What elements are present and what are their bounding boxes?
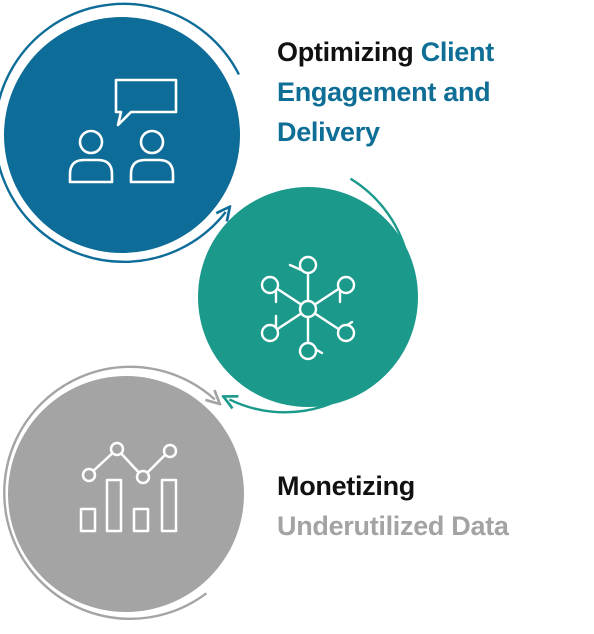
engagement-label-optimizing: Optimizing — [277, 37, 414, 67]
stage-engagement — [0, 2, 240, 263]
engagement-label-client: Client — [420, 37, 495, 67]
stage-network — [198, 177, 418, 414]
data-cycle-arrow — [3, 365, 215, 621]
engagement-circle — [4, 17, 240, 253]
engagement-label-and: and — [443, 77, 491, 107]
engagement-label-line-3: Delivery — [277, 112, 494, 152]
monetizing-label: Monetizing Underutilized Data — [277, 466, 509, 546]
engagement-cycle-arrow — [0, 2, 240, 263]
engagement-label-engagement: Engagement — [277, 77, 437, 107]
engagement-label-delivery: Delivery — [277, 117, 380, 147]
data-circle — [8, 376, 244, 612]
engagement-label-line-1: Optimizing Client — [277, 32, 494, 72]
bar-line-chart-icon — [79, 441, 178, 533]
monetizing-label-line-1: Monetizing — [277, 471, 415, 501]
stage-data — [3, 365, 244, 621]
engagement-label-line-2: Engagement and — [277, 72, 494, 112]
people-conversation-icon — [68, 78, 178, 184]
monetizing-label-line-2: Underutilized Data — [277, 511, 509, 541]
network-nodes-icon — [260, 255, 356, 361]
engagement-label: Optimizing Client Engagement and Deliver… — [277, 32, 494, 152]
